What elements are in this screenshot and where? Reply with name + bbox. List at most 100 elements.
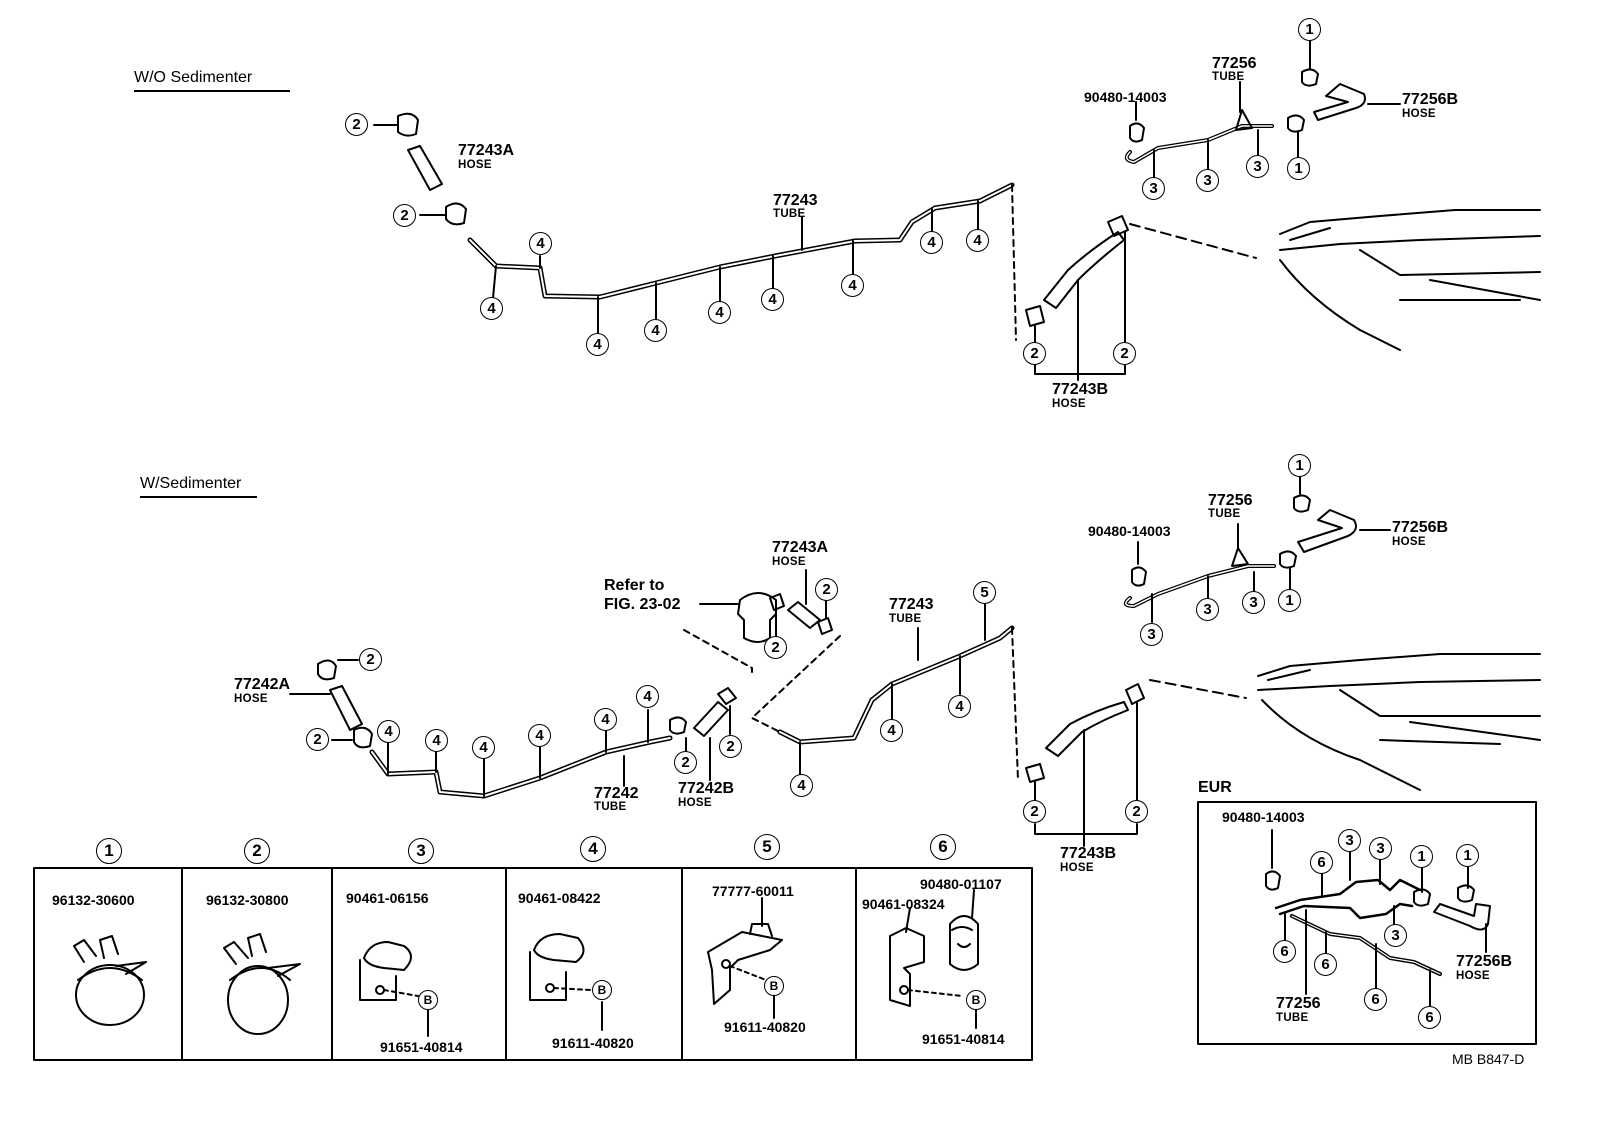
part-label-77243: 77243 [773,192,818,209]
callout-4: 4 [708,301,731,324]
hose-77256B-top [1313,83,1366,121]
callout-3: 3 [1242,591,1265,614]
clamp-icon [1025,763,1045,783]
clamp-icon [1413,888,1431,907]
clamp-90461-06156-icon [359,941,429,1037]
hose-label: HOSE [234,693,268,705]
part-label-77256: 77256 [1212,55,1257,72]
part-label-77243: 77243 [889,596,934,613]
callout-4: 4 [586,333,609,356]
clamp-icon [397,112,419,137]
callout-2: 2 [345,113,368,136]
callout-4: 4 [880,719,903,742]
callout-1: 1 [1288,454,1311,477]
callout-3: 3 [1196,169,1219,192]
eur-box [1197,801,1537,1045]
part-label-77256B: 77256B [1392,519,1449,536]
legend-part-number: 96132-30800 [206,892,289,908]
clamp-icon [669,716,687,735]
callout-6: 6 [1314,953,1337,976]
hose-label: HOSE [1456,970,1490,982]
callout-4: 4 [644,319,667,342]
legend-number: 3 [408,838,434,864]
clamp-icon [317,659,337,681]
part-label-77242B: 77242B [678,780,735,797]
clamp-icon [769,593,785,611]
hose-label: HOSE [1060,862,1094,874]
clamp-icon [1301,68,1319,87]
eur-label: EUR [1198,779,1232,796]
callout-4: 4 [377,720,400,743]
hose-label: HOSE [1052,398,1086,410]
grommet-icon [1129,122,1145,143]
hose-77242B [693,701,729,737]
callout-4: 4 [594,708,617,731]
clamp-icon [1025,305,1045,327]
refer-to-label: Refer to [604,577,665,594]
callout-2: 2 [1113,342,1136,365]
legend-number: 1 [96,838,122,864]
callout-2: 2 [1023,800,1046,823]
clamp-96132-30800-icon [223,933,301,1035]
callout-2: 2 [674,751,697,774]
clamp-icon [1457,884,1475,903]
callout-1: 1 [1298,18,1321,41]
hose-77243A-mid [787,601,821,629]
legend-part-number: 90461-06156 [346,890,429,906]
hose-label: HOSE [678,797,712,809]
clamp-96132-30600-icon [73,935,147,1026]
part-label-77243B: 77243B [1052,381,1109,398]
hose-77243B-top [1043,231,1125,309]
clamp-icon [1107,215,1129,237]
hose-label: HOSE [458,159,492,171]
callout-4: 4 [920,231,943,254]
callout-4: 4 [761,288,784,311]
clamp-icon [353,726,373,749]
callout-2: 2 [359,648,382,671]
part-label-77243A: 77243A [458,142,515,159]
section-header-with: W/Sedimenter [140,476,258,498]
hose-77243B-mid [1045,701,1129,757]
legend-part-number: 96132-30600 [52,892,135,908]
part-label-77243B: 77243B [1060,845,1117,862]
callout-2: 2 [393,204,416,227]
callout-1: 1 [1410,845,1433,868]
clamp-90461-08422-icon [529,933,603,1031]
part-label-77256: 77256 [1208,492,1253,509]
bolt-callout: B [764,976,784,996]
callout-4: 4 [529,232,552,255]
bracket-77777-60011-icon [707,897,783,1019]
clamp-icon [817,617,833,635]
clamp-icon [1287,114,1305,133]
clamp-icon [1125,683,1145,705]
callout-6: 6 [1273,940,1296,963]
callout-2: 2 [1023,342,1046,365]
grommet-icon [1265,870,1281,891]
legend-part-number: 91611-40820 [552,1035,634,1051]
clamp-90461-08324-icon [889,907,963,1007]
part-label-77243A: 77243A [772,539,829,556]
bolt-callout: B [966,990,986,1010]
part-label-77242A: 77242A [234,676,291,693]
hose-label: HOSE [1402,108,1436,120]
callout-4: 4 [480,297,503,320]
callout-2: 2 [764,636,787,659]
legend-part-number: 91651-40814 [380,1039,463,1055]
grommet-icon [1131,566,1147,587]
bolt-callout: B [592,980,612,1000]
callout-3: 3 [1384,924,1407,947]
callout-4: 4 [841,274,864,297]
clamp-icon [1279,550,1297,569]
callout-5: 5 [973,581,996,604]
legend-number: 2 [244,838,270,864]
tube-label: TUBE [1208,508,1241,520]
fuel-tank-top [1279,209,1541,351]
callout-2: 2 [719,735,742,758]
tube-label: TUBE [1212,71,1245,83]
hose-77256B-mid [1297,509,1357,553]
callout-2: 2 [306,728,329,751]
callout-1: 1 [1278,589,1301,612]
callout-2: 2 [815,578,838,601]
callout-4: 4 [528,724,551,747]
grommet-90480-01107-icon [949,889,979,971]
